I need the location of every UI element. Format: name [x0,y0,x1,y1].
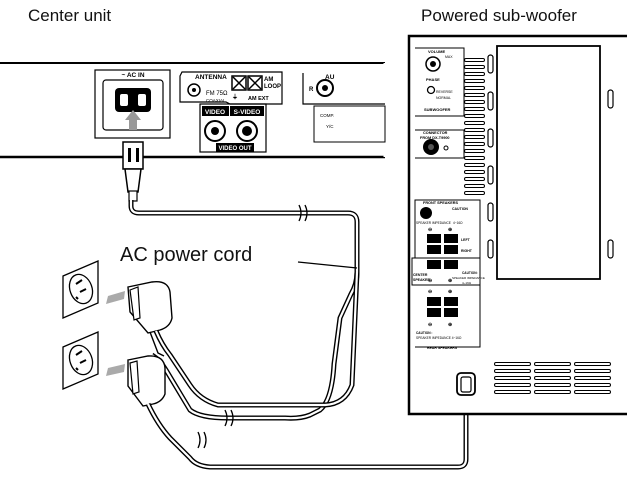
antenna-terminals[interactable]: ANTENNA FM 75Ω COAXIAL AM LOOP ⏚ AM EXT [179,71,283,105]
volume-label: VOLUME [428,49,445,54]
center-speaker-terminals[interactable]: CENTER SPEAKER CAUTION: SPEAKER IMPEDANC… [411,257,485,286]
subwoofer-power-inlet[interactable] [456,372,476,396]
wall-outlet-lower [62,331,99,390]
impedance-value2-label: 4~16Ω [462,281,472,285]
center-unit-panel: ~ AC IN ANTENNA FM 75Ω COAXIAL AM LOOP ⏚… [0,62,387,159]
loop-label: LOOP [264,84,281,90]
normal-label: NORMAL [436,96,451,100]
caution3-label: CAUTION : [416,331,432,335]
bottom-vents [494,362,611,394]
subwoofer-label: SUBWOOFER [424,107,451,112]
impedance-value-label: 4~16Ω [453,221,463,225]
caution-label: CAUTION [452,207,468,211]
right-label: RIGHT [461,249,473,253]
side-slots [487,54,614,259]
center-label: CENTER [413,273,428,277]
plug-upper [106,271,360,408]
fm-label: FM 75Ω [206,91,228,97]
video-out-jacks[interactable]: VIDEO S-VIDEO VIDEO OUT [199,103,267,153]
audio-label: AU [325,74,335,81]
antenna-label: ANTENNA [195,74,227,81]
sub-woofer-caption: Powered sub-woofer [421,6,577,25]
center-unit-caption: Center unit [28,6,112,25]
r-label: R [309,87,314,93]
yc-label: Y/C [326,124,334,129]
from-label: FROM DX-T9900 [420,136,450,140]
svg-text:⊖: ⊖ [428,227,432,233]
speaker-impedance-label: SPEAKER IMPEDANCE [416,221,451,225]
svg-text:⊕: ⊕ [448,278,452,284]
phase-switch[interactable] [426,85,436,95]
svg-text:⊕: ⊕ [448,322,452,328]
speaker-impedance2-label: SPEAKER IMPEDANCE [452,276,485,280]
plug-lower [106,355,469,470]
svg-text:⊖: ⊖ [428,322,432,328]
speaker-label: SPEAKER [413,278,430,282]
connector-label: CONNECTOR [423,131,448,135]
video-out-label: VIDEO OUT [218,146,251,152]
rear-speaker-terminals[interactable]: ⊖ ⊕ ⊖ ⊕ CAUTION : SPEAKER IMPEDANCE 4~16… [415,284,481,350]
caution2-label: CAUTION: [462,271,478,275]
rear-speakers-label: REAR SPEAKERS [427,346,458,350]
left-label: LEFT [461,238,471,242]
ground-symbol: ⏚ [232,94,238,101]
front-speakers-label: FRONT SPEAKERS [423,201,458,205]
center-ac-cord [122,141,360,427]
audio-jack-partial: AU R COMP. Y/C [302,73,386,143]
svg-text:⊖: ⊖ [428,289,432,295]
wall-outlet-upper [62,260,99,319]
am-label: AM [264,77,273,83]
ac-in-label: ~ AC IN [121,72,144,79]
front-speaker-terminals[interactable]: FRONT SPEAKERS CAUTION SPEAKER IMPEDANCE… [414,199,481,259]
speaker-impedance3-label: SPEAKER IMPEDANCE 4~16Ω [416,336,462,340]
caption-leader-line [297,261,358,269]
vent-slots [464,58,485,195]
am-ext-label: AM EXT [248,96,269,102]
svg-text:⊕: ⊕ [448,227,452,233]
max-label: MAX [445,55,453,59]
coaxial-label: COAXIAL [206,98,226,103]
comp-label: COMP. [320,113,334,118]
s-video-label: S-VIDEO [234,109,261,116]
ac-in-socket[interactable]: ~ AC IN [94,69,171,139]
heat-sink-plate [496,45,601,280]
svg-text:⊕: ⊕ [448,289,452,295]
ac-power-cord-caption: AC power cord [120,244,253,266]
reverse-label: REVERSE [436,90,453,94]
video-label: VIDEO [205,109,225,116]
subwoofer-panel: VOLUME MAX PHASE REVERSE NORMAL SUBWOOFE… [407,34,627,416]
svg-text:⊖: ⊖ [428,278,432,284]
phase-label: PHASE [426,77,440,82]
